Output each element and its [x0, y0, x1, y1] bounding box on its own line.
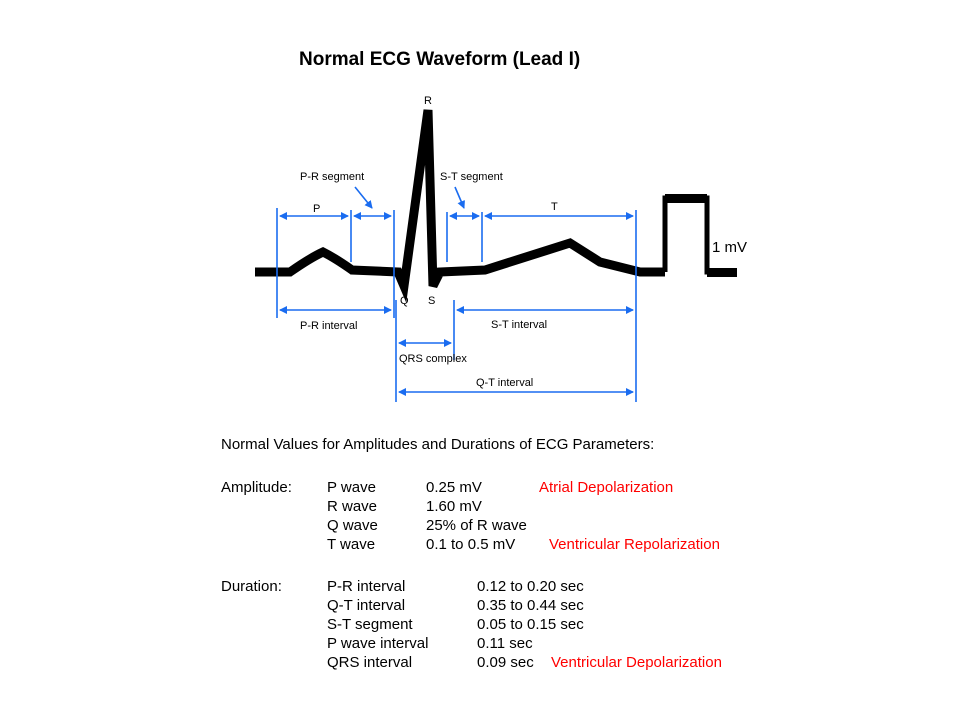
param-name: P wave	[327, 479, 376, 496]
ecg-diagram: Normal ECG Waveform (Lead I) R	[255, 49, 747, 402]
param-name: P wave interval	[327, 635, 429, 652]
param-value: 0.35 to 0.44 sec	[477, 597, 584, 614]
param-note: Ventricular Repolarization	[549, 536, 720, 553]
param-value: 0.25 mV	[426, 479, 482, 496]
amplitude-label: Amplitude:	[221, 479, 292, 496]
param-name: P-R interval	[327, 578, 406, 595]
param-name: T wave	[327, 536, 376, 553]
bracket-guides	[276, 208, 637, 402]
param-note: Atrial Depolarization	[539, 479, 674, 496]
pr-interval-label: P-R interval	[300, 320, 357, 332]
calibration-pulse-tail	[707, 268, 737, 277]
param-name: QRS interval	[327, 654, 413, 671]
table-heading: Normal Values for Amplitudes and Duratio…	[221, 436, 655, 453]
st-interval-label: S-T interval	[491, 319, 547, 331]
calibration-pulse	[662, 195, 737, 275]
s-wave-label: S	[428, 295, 435, 307]
param-name: Q wave	[327, 517, 378, 534]
pr-segment-label: P-R segment	[300, 171, 364, 183]
qrs-complex-label: QRS complex	[399, 353, 467, 365]
r-wave-label: R	[424, 95, 432, 107]
st-segment-label: S-T segment	[440, 171, 503, 183]
ecg-waveform	[255, 109, 665, 303]
param-note: Ventricular Depolarization	[551, 654, 722, 671]
pr-segment-pointer	[354, 186, 373, 209]
diagram-title: Normal ECG Waveform (Lead I)	[299, 49, 580, 70]
p-wave-label: P	[313, 203, 320, 215]
param-name: S-T segment	[327, 616, 413, 633]
param-value: 0.11 sec	[477, 635, 533, 652]
t-wave-label: T	[551, 201, 558, 213]
param-value: 25% of R wave	[426, 517, 527, 534]
param-value: 0.1 to 0.5 mV	[426, 536, 516, 553]
param-name: Q-T interval	[327, 597, 406, 614]
duration-label: Duration:	[221, 578, 282, 595]
param-value: 0.09 sec	[477, 654, 534, 671]
param-value: 1.60 mV	[426, 498, 482, 515]
calibration-pulse-top	[665, 194, 707, 203]
param-name: R wave	[327, 498, 378, 515]
param-value: 0.12 to 0.20 sec	[477, 578, 584, 595]
qt-interval-label: Q-T interval	[476, 377, 533, 389]
st-segment-pointer	[454, 186, 465, 209]
param-value: 0.05 to 0.15 sec	[477, 616, 584, 633]
calibration-label: 1 mV	[712, 239, 747, 256]
q-wave-label: Q	[400, 295, 409, 307]
